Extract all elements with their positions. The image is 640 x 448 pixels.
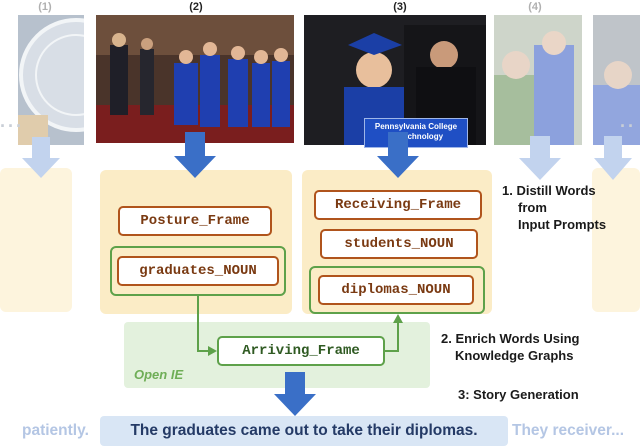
podium-sign-line1: Pennsylvania College [374, 122, 458, 131]
panel-2-box [100, 170, 292, 314]
left-dots: ··· [0, 116, 24, 136]
photo-5 [593, 15, 640, 145]
story-main-sentence: The graduates came out to take their dip… [100, 416, 508, 446]
podium-sign: Pennsylvania College of Technology [364, 118, 468, 148]
step-2-label: 2. Enrich Words Using Knowledge Graphs [441, 330, 579, 364]
posture-frame-box: Posture_Frame [118, 206, 272, 236]
step-2-line1: 2. Enrich Words Using [441, 331, 580, 346]
step-3-label: 3: Story Generation [458, 387, 579, 402]
graduates-noun-box: graduates_NOUN [117, 256, 279, 286]
photo-1 [18, 15, 84, 145]
right-dots: ·· [620, 116, 636, 136]
panel-1-index: (1) [38, 1, 52, 13]
step-1-line1: 1. Distill Words [502, 183, 596, 198]
diplomas-group-border [309, 266, 485, 314]
photo-2 [96, 15, 294, 143]
audience-photo-image [494, 15, 582, 145]
photo-5-image [593, 15, 640, 145]
panel-2-index: (2) [189, 1, 203, 13]
graduates-photo-image [96, 15, 294, 143]
story-right-fragment: They receiver... [512, 422, 625, 439]
panel-1-box [0, 168, 72, 312]
step-1-line2: from [518, 200, 547, 215]
podium-sign-line2: of Technology [388, 132, 444, 141]
seal-image [18, 15, 84, 145]
graduates-group-border [110, 246, 286, 296]
step-1-label: 1. Distill Words from Input Prompts [502, 182, 606, 233]
story-left-fragment: patiently. [22, 422, 89, 439]
diplomas-noun-box: diplomas_NOUN [318, 275, 474, 305]
open-ie-label: Open IE [134, 367, 184, 382]
photo-4 [494, 15, 582, 145]
panel-4-box [592, 168, 640, 312]
arriving-frame-box: Arriving_Frame [217, 336, 385, 366]
step-1-line3: Input Prompts [518, 217, 607, 232]
step-2-line2: Knowledge Graphs [455, 348, 574, 363]
students-noun-box: students_NOUN [320, 229, 478, 259]
panel-4-index: (4) [528, 1, 542, 13]
receiving-frame-box: Receiving_Frame [314, 190, 482, 220]
panel-3-index: (3) [393, 1, 407, 13]
